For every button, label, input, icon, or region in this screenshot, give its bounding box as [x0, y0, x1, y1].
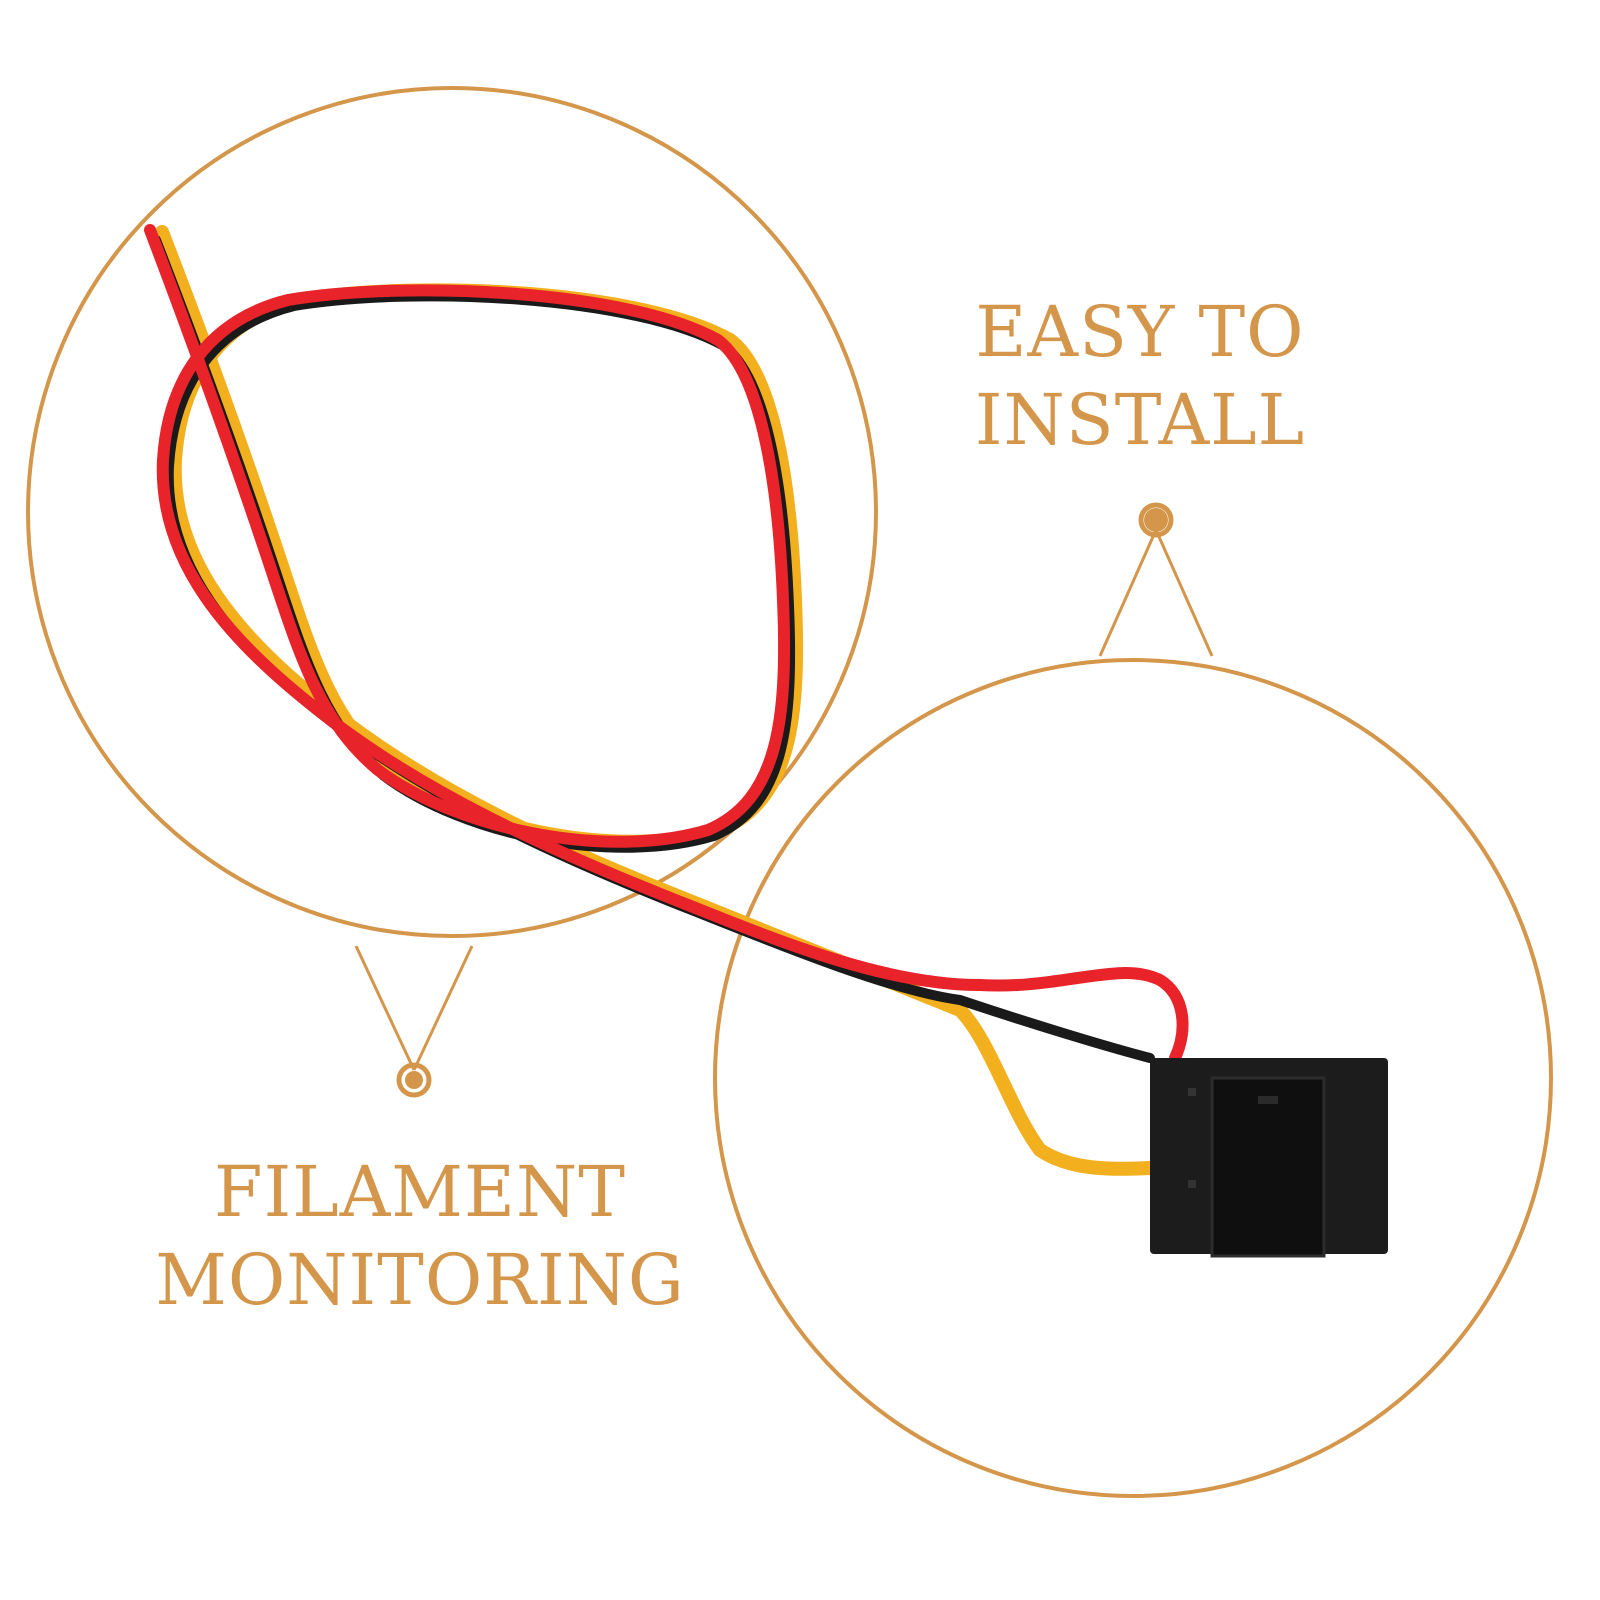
- filament-monitoring-line-2: MONITORING: [155, 1239, 685, 1321]
- filament-monitoring-line-1: FILAMENT: [214, 1151, 626, 1233]
- easy-to-install-line-1: EASY TO: [975, 291, 1305, 373]
- easy-to-install-line-2: INSTALL: [974, 379, 1306, 461]
- sensor-slot: [1210, 1076, 1326, 1258]
- cable-red-wire: [144, 224, 1189, 1064]
- filament-sensor-module: [1150, 1058, 1388, 1258]
- ribbon-cable: [144, 224, 1189, 1176]
- filament-monitoring-caption: FILAMENT MONITORING: [110, 1148, 730, 1324]
- install-callout-pointer: [1098, 502, 1214, 657]
- easy-to-install-caption: EASY TO INSTALL: [930, 288, 1350, 464]
- sensor-pin-1: [1188, 1088, 1196, 1096]
- monitoring-callout-pointer: [354, 945, 474, 1098]
- sensor-pin-2: [1188, 1180, 1196, 1188]
- monitoring-callout-dot: [405, 1071, 423, 1089]
- sensor-detail-circle: [713, 658, 1553, 1498]
- sensor-slot-notch: [1258, 1096, 1278, 1104]
- wire-loop-detail-circle: [26, 86, 878, 938]
